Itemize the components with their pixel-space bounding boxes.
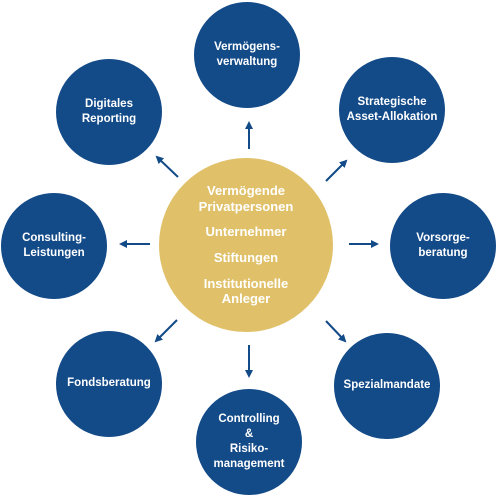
node-label: Strategische Asset-Allokation [346,95,438,123]
node-fondsberatung: Fondsberatung [56,331,162,437]
node-spezialmandate: Spezialmandate [334,333,440,439]
node-label: Spezialmandate [343,379,431,392]
arrow-to-spezialmandate [325,320,347,343]
arrow-to-strategische-asset-allokation [325,159,348,182]
arrow-to-fondsberatung [154,319,178,343]
node-vermoegensverwaltung: Vermögens- verwaltung [194,2,300,108]
arrow-to-digitales-reporting [155,155,179,178]
node-vorsorgeberatung: Vorsorge- beratung [390,193,496,299]
node-label: Consulting- Leistungen [22,231,86,259]
node-label: Vorsorge- beratung [416,231,470,259]
node-consulting-leistungen: Consulting- Leistungen [1,193,107,299]
center-item-institutional: Institutionelle Anleger [203,275,289,307]
center-item-entrepreneurs: Unternehmer [205,224,287,240]
center-item-private-clients: Vermögende Privatpersonen [198,183,294,214]
node-digitales-reporting: Digitales Reporting [56,59,162,165]
node-controlling-risikomanagement: Controlling & Risiko- management [196,389,302,495]
center-item-foundations: Stiftungen [213,250,279,265]
node-label: Digitales Reporting [81,97,137,125]
node-label: Fondsberatung [67,377,151,390]
node-label: Controlling & Risiko- management [213,412,285,471]
center-circle: Vermögende Privatpersonen Unternehmer St… [159,158,333,332]
node-strategische-asset-allokation: Strategische Asset-Allokation [339,57,445,163]
node-label: Vermögens- verwaltung [214,40,280,68]
